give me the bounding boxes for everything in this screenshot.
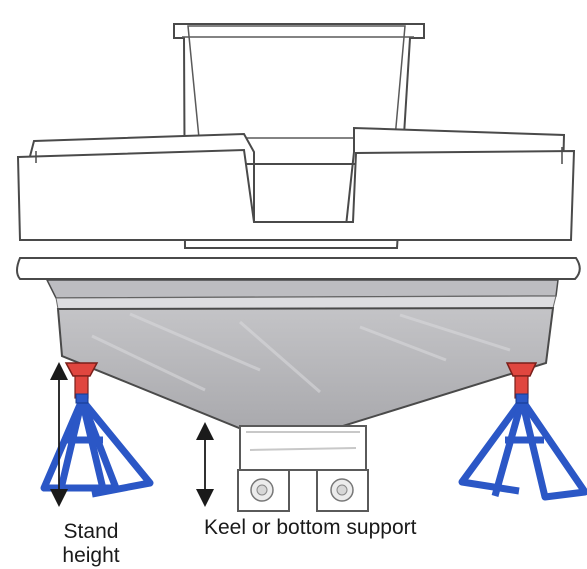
boat-upper-deck: [16, 126, 576, 241]
stand-height-label-line1: Stand: [63, 520, 119, 543]
keel-support-label: Keel or bottom support: [204, 516, 417, 539]
right-jack-stand: [458, 362, 587, 501]
keel-block-right: [316, 469, 369, 512]
boat-rub-rail: [16, 257, 581, 280]
stand-height-label-line2: height: [62, 544, 120, 567]
stand-height-label: Stand height: [50, 520, 132, 568]
keel-block-left: [237, 469, 290, 512]
boat: [16, 23, 581, 431]
keel-support: [237, 425, 369, 512]
boat-hull: [45, 279, 559, 431]
